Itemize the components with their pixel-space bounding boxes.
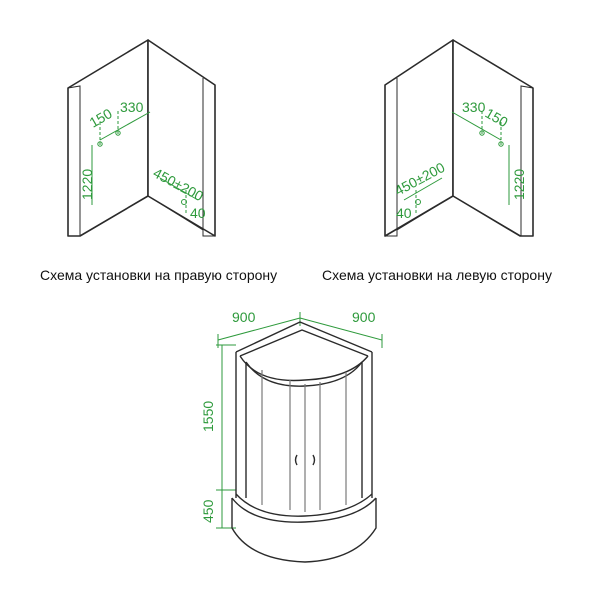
dim-1220: 1220: [511, 169, 527, 200]
valve-icon: [115, 130, 121, 136]
valve-icon: [498, 141, 504, 147]
dim-330: 330: [462, 99, 486, 115]
valve-icon: [97, 141, 103, 147]
top-arc: [239, 355, 369, 382]
right-install-scheme: 150 330 1220 450±200 40 Схема установки …: [40, 39, 277, 283]
shower-cabin-drawing: 900 900 1550 450: [200, 309, 383, 563]
cabin-height: 1550: [200, 401, 216, 432]
dim-40: 40: [190, 205, 206, 221]
cabin-width-right: 900: [352, 309, 376, 325]
dim-1220: 1220: [79, 169, 95, 200]
cabin-width-left: 900: [232, 309, 256, 325]
dim-40: 40: [396, 205, 412, 221]
shower-tray: [231, 498, 377, 563]
left-install-scheme: 330 150 1220 450±200 40 Схема установки …: [322, 39, 552, 283]
top-frame: [235, 321, 373, 353]
back-wall-right: [452, 39, 534, 237]
outlet-icon: [415, 199, 421, 205]
door-handle-left-icon: [294, 454, 298, 466]
caption-right-side: Схема установки на правую сторону: [40, 267, 277, 283]
dim-330: 330: [120, 99, 144, 115]
tray-height: 450: [200, 499, 216, 523]
caption-left-side: Схема установки на левую сторону: [322, 267, 552, 283]
door-handle-right-icon: [312, 454, 316, 466]
valve-icon: [479, 130, 485, 136]
outlet-icon: [181, 199, 187, 205]
